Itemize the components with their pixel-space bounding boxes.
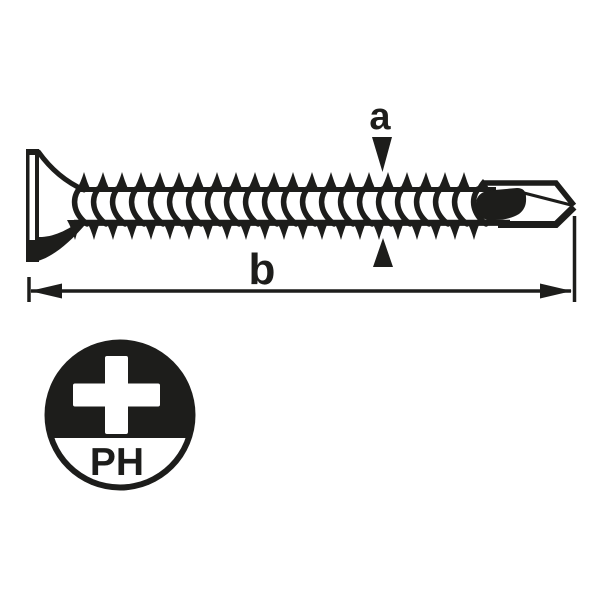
thread-crest (86, 220, 101, 240)
thread-crest (276, 220, 291, 240)
thread-helix-line (185, 186, 204, 227)
thread-crest (333, 220, 348, 240)
dimension-b-label: b (249, 245, 276, 294)
thread-crest (323, 172, 338, 191)
dimension-a-arrow-up-icon (373, 238, 393, 267)
point-cutting-edge-line (523, 191, 572, 207)
thread-crest (171, 172, 186, 191)
thread-crest (247, 172, 262, 191)
thread-helix-line (356, 186, 375, 227)
thread-helix-line (470, 186, 489, 227)
thread-helix-line (375, 186, 394, 227)
screw-threads (67, 172, 490, 240)
thread-crest (133, 172, 148, 191)
thread-helix-line (166, 186, 185, 227)
thread-crest (342, 172, 357, 191)
thread-crest (76, 172, 91, 191)
thread-helix-line (394, 186, 413, 227)
dimension-a-arrow-down-icon (372, 137, 392, 172)
head-face-slot (29, 155, 35, 240)
thread-crest (266, 172, 281, 191)
thread-crest (285, 172, 300, 191)
thread-crest (143, 220, 158, 240)
ph-badge-label: PH (90, 441, 144, 484)
thread-crest (304, 172, 319, 191)
thread-helix-line (451, 186, 470, 227)
thread-crest (124, 220, 139, 240)
drill-point (476, 180, 577, 228)
thread-crest (152, 172, 167, 191)
thread-crest (219, 220, 234, 240)
dimension-b: b (27, 216, 577, 302)
thread-crest (399, 172, 414, 191)
thread-crest (200, 220, 215, 240)
thread-helix-line (280, 186, 299, 227)
point-flute (476, 188, 527, 220)
thread-crest (447, 220, 462, 240)
thread-crest (162, 220, 177, 240)
dimension-a: a (369, 96, 393, 267)
thread-crest (390, 220, 405, 240)
thread-helix-line (128, 186, 147, 227)
thread-helix-line (299, 186, 318, 227)
thread-crest (456, 172, 471, 191)
head-bell-top-curve (36, 149, 87, 193)
point-top-edge (484, 180, 577, 208)
dimension-a-label: a (369, 96, 391, 138)
thread-crest (418, 172, 433, 191)
thread-crest (371, 220, 386, 240)
thread-helix-line (90, 186, 109, 227)
thread-crest (352, 220, 367, 240)
thread-crest (380, 172, 395, 191)
thread-crest (228, 172, 243, 191)
thread-helix-line (432, 186, 451, 227)
point-bottom-edge (498, 204, 577, 228)
thread-crest (409, 220, 424, 240)
thread-helix-line (204, 186, 223, 227)
thread-helix-line (71, 186, 90, 227)
thread-helix-line (337, 186, 356, 227)
thread-crest (428, 220, 443, 240)
phillips-cross-icon (73, 356, 160, 434)
thread-crest (190, 172, 205, 191)
thread-helix-line (223, 186, 242, 227)
thread-helix-line (109, 186, 128, 227)
thread-helix-line (318, 186, 337, 227)
thread-crest (114, 172, 129, 191)
dimension-b-arrow-right-icon (540, 283, 572, 299)
thread-crest (67, 220, 82, 240)
thread-crest (314, 220, 329, 240)
thread-crest (209, 172, 224, 191)
thread-crest (466, 220, 481, 240)
thread-crest (105, 220, 120, 240)
dimension-b-arrow-left-icon (30, 283, 62, 299)
thread-crest (437, 172, 452, 191)
ph-drive-icon: PH (44, 339, 196, 491)
thread-helix-line (147, 186, 166, 227)
thread-crest (361, 172, 376, 191)
thread-crest (238, 220, 253, 240)
thread-crest (181, 220, 196, 240)
thread-helix-line (413, 186, 432, 227)
thread-crest (257, 220, 272, 240)
thread-crest (295, 220, 310, 240)
thread-helix-line (261, 186, 280, 227)
thread-crest (95, 172, 110, 191)
thread-helix-line (242, 186, 261, 227)
